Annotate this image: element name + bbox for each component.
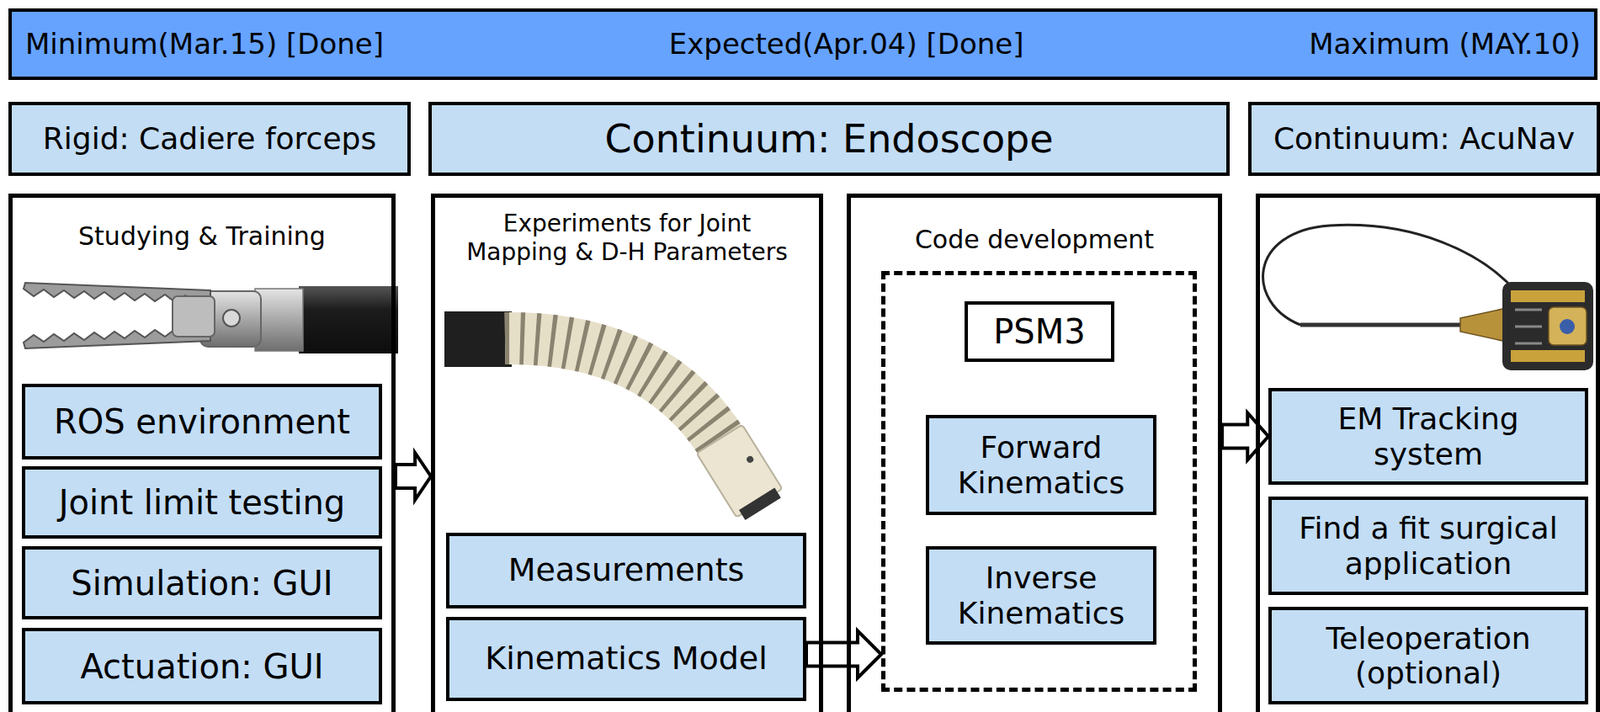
box-label: EM Tracking system [1283, 401, 1574, 472]
code-group: PSM3Forward KinematicsInverse Kinematics [881, 271, 1197, 692]
section-header: Continuum: Endoscope [428, 101, 1230, 176]
block-arrow [1222, 413, 1269, 461]
box-label: Simulation: GUI [70, 563, 333, 603]
task-box: Kinematics Model [446, 616, 807, 702]
milestone-label: Minimum(Mar.15) [Done] [25, 27, 384, 61]
task-box: Joint limit testing [21, 466, 383, 539]
stage-panel: Studying & TrainingROS environmentJoint … [8, 193, 396, 712]
box-label: Kinematics Model [484, 640, 768, 678]
task-box: Forward Kinematics [925, 414, 1157, 516]
milestone-label: Expected(Apr.04) [Done] [669, 27, 1025, 61]
panel-title: Code development [850, 224, 1218, 256]
task-box: EM Tracking system [1268, 388, 1589, 485]
task-box: Find a fit surgical application [1268, 496, 1589, 596]
stage-panel: Code developmentPSM3Forward KinematicsIn… [846, 193, 1223, 712]
task-box: ROS environment [21, 383, 383, 460]
box-label: Forward Kinematics [940, 430, 1142, 500]
box-label: Measurements [508, 552, 745, 590]
stage-panel: EM Tracking systemFind a fit surgical ap… [1255, 193, 1600, 712]
robot-label-box: PSM3 [964, 301, 1115, 362]
block-arrow [806, 631, 882, 679]
panel-title: Studying & Training [12, 221, 392, 252]
box-label: Joint limit testing [58, 483, 346, 522]
task-box: Inverse Kinematics [925, 546, 1157, 645]
box-label: Continuum: Endoscope [604, 116, 1053, 162]
box-label: Continuum: AcuNav [1273, 121, 1575, 156]
panel-title: Experiments for Joint Mapping & D-H Para… [435, 209, 819, 266]
block-arrow [395, 452, 431, 500]
endoscope-illustration [444, 311, 787, 524]
task-box: Simulation: GUI [21, 546, 383, 620]
task-box: Actuation: GUI [21, 627, 383, 705]
task-box: Teleoperation (optional) [1268, 606, 1589, 705]
milestone-banner: Minimum(Mar.15) [Done] Expected(Apr.04) [… [8, 8, 1598, 80]
box-label: Find a fit surgical application [1283, 510, 1574, 581]
box-label: Teleoperation (optional) [1283, 621, 1574, 692]
acunav-illustration [1263, 224, 1594, 371]
stage-panel: Experiments for Joint Mapping & D-H Para… [430, 193, 824, 712]
forceps-illustration [23, 282, 399, 354]
task-box: Measurements [446, 532, 807, 609]
box-label: Rigid: Cadiere forceps [42, 121, 377, 156]
section-header: Rigid: Cadiere forceps [8, 101, 411, 176]
box-label: ROS environment [53, 402, 351, 442]
box-label: Actuation: GUI [79, 647, 324, 686]
milestone-label: Maximum (MAY.10) [1308, 27, 1581, 61]
section-header: Continuum: AcuNav [1248, 101, 1600, 176]
box-label: PSM3 [993, 312, 1085, 351]
box-label: Inverse Kinematics [940, 560, 1142, 631]
